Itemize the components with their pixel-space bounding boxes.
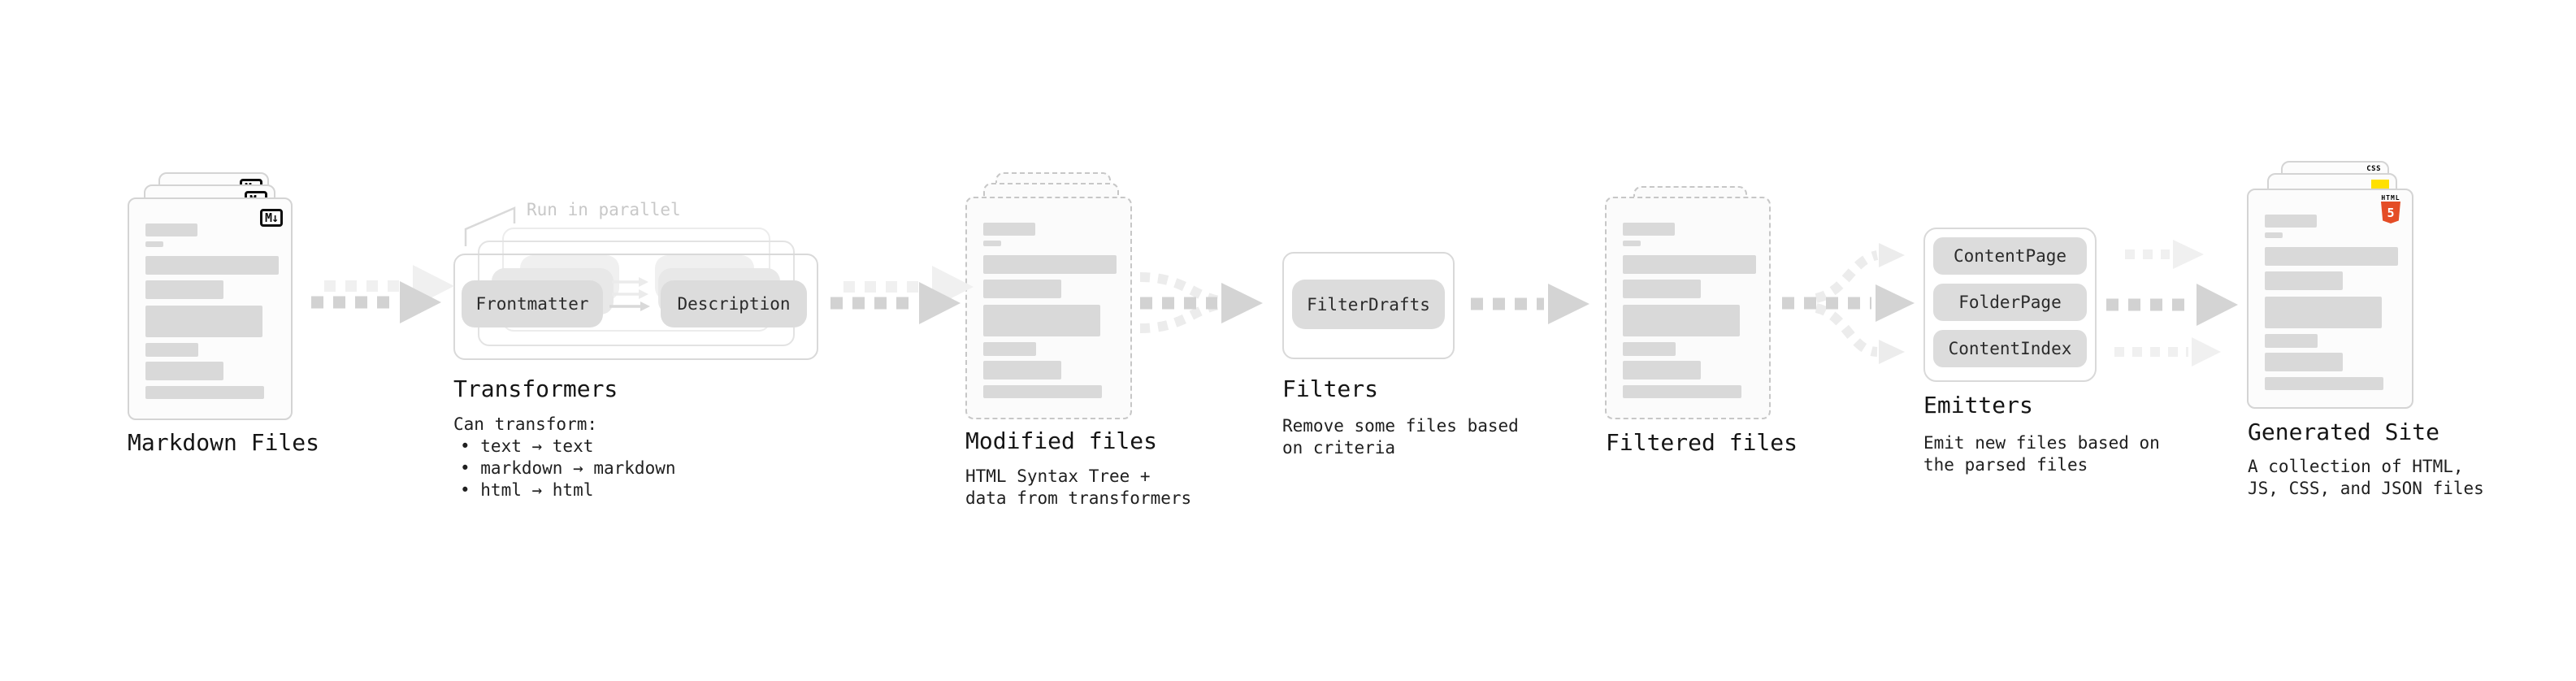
javascript-icon bbox=[2371, 180, 2389, 189]
placeholder-bar bbox=[983, 223, 1035, 236]
stage-label-transformers: Transformers bbox=[453, 375, 618, 402]
placeholder-bar bbox=[2265, 271, 2343, 290]
doc-content-placeholder bbox=[1623, 223, 1756, 398]
placeholder-bar bbox=[983, 241, 1001, 246]
arrow-markdown-to-transformers bbox=[311, 265, 454, 323]
doc-content-placeholder bbox=[2265, 215, 2398, 390]
placeholder-bar bbox=[145, 241, 163, 247]
placeholder-bar bbox=[983, 305, 1100, 336]
placeholder-bar bbox=[983, 361, 1061, 380]
placeholder-bar bbox=[145, 362, 223, 380]
transformers-caption: Can transform: bbox=[453, 414, 598, 434]
bullet-item: • text → text bbox=[460, 436, 594, 456]
arrow-emitters-to-generated bbox=[2106, 240, 2238, 367]
placeholder-bar bbox=[2265, 232, 2283, 238]
placeholder-bar bbox=[1623, 280, 1701, 298]
placeholder-bar bbox=[145, 256, 279, 275]
stage-label-generated-site: Generated Site bbox=[2248, 419, 2440, 445]
placeholder-bar bbox=[1623, 223, 1675, 236]
stage-label-filters: Filters bbox=[1282, 375, 1379, 402]
doc-content-placeholder bbox=[983, 223, 1117, 398]
modified-files-caption: HTML Syntax Tree + data from transformer… bbox=[965, 466, 1192, 508]
placeholder-bar bbox=[983, 280, 1061, 298]
placeholder-bar bbox=[1623, 241, 1641, 246]
transformers-bullet-list: • text → text • markdown → markdown • ht… bbox=[460, 436, 676, 501]
placeholder-bar bbox=[1623, 255, 1756, 274]
transformer-frontmatter-pill: Frontmatter bbox=[462, 280, 603, 327]
markdown-file-card-front: M↓ bbox=[128, 197, 293, 420]
modified-file-card-front bbox=[965, 197, 1132, 419]
placeholder-bar bbox=[1623, 385, 1741, 398]
placeholder-bar bbox=[145, 306, 262, 337]
placeholder-bar bbox=[1623, 342, 1676, 356]
generated-site-caption: A collection of HTML, JS, CSS, and JSON … bbox=[2248, 457, 2484, 498]
placeholder-bar bbox=[983, 255, 1117, 274]
stage-label-markdown-files: Markdown Files bbox=[128, 429, 320, 456]
stage-label-filtered-files: Filtered files bbox=[1606, 429, 1798, 456]
stage-label-modified-files: Modified files bbox=[965, 427, 1158, 454]
bullet-item: • markdown → markdown bbox=[460, 458, 676, 478]
placeholder-bar bbox=[2265, 297, 2382, 328]
arrow-transformers-to-modified bbox=[830, 266, 974, 324]
placeholder-bar bbox=[145, 386, 264, 399]
placeholder-bar bbox=[2265, 377, 2383, 390]
filter-drafts-pill: FilterDrafts bbox=[1292, 280, 1445, 329]
filters-caption: Remove some files based on criteria bbox=[1282, 416, 1519, 458]
arrow-filtered-to-emitters-diverge bbox=[1782, 243, 1915, 364]
placeholder-bar bbox=[1623, 361, 1701, 380]
doc-content-placeholder bbox=[145, 223, 279, 399]
placeholder-bar bbox=[145, 223, 197, 236]
emitter-content-index-pill: ContentIndex bbox=[1933, 330, 2087, 367]
placeholder-bar bbox=[2265, 334, 2318, 348]
stage-label-emitters: Emitters bbox=[1923, 392, 2033, 419]
emitter-folder-page-pill: FolderPage bbox=[1933, 284, 2087, 321]
placeholder-bar bbox=[145, 280, 223, 299]
markdown-icon: M↓ bbox=[259, 209, 283, 227]
emitters-caption: Emit new files based on the parsed files bbox=[1923, 433, 2160, 475]
filtered-file-card-front bbox=[1605, 197, 1771, 419]
transformer-description-pill: Description bbox=[661, 280, 807, 327]
placeholder-bar bbox=[145, 343, 198, 357]
generated-html-file-card: HTML 5 bbox=[2247, 189, 2413, 409]
emitter-content-page-pill: ContentPage bbox=[1933, 237, 2087, 275]
run-in-parallel-annotation: Run in parallel bbox=[527, 200, 681, 219]
html5-icon: HTML 5 bbox=[2381, 194, 2400, 223]
arrow-filters-to-filtered bbox=[1471, 284, 1589, 324]
placeholder-bar bbox=[2265, 247, 2398, 266]
placeholder-bar bbox=[1623, 305, 1740, 336]
placeholder-bar bbox=[2265, 353, 2343, 371]
placeholder-bar bbox=[2265, 215, 2317, 228]
arrow-modified-to-filters-converge bbox=[1139, 272, 1263, 333]
placeholder-bar bbox=[983, 342, 1036, 356]
bullet-item: • html → html bbox=[460, 480, 594, 500]
transformer-layer-front bbox=[453, 254, 818, 360]
placeholder-bar bbox=[983, 385, 1102, 398]
